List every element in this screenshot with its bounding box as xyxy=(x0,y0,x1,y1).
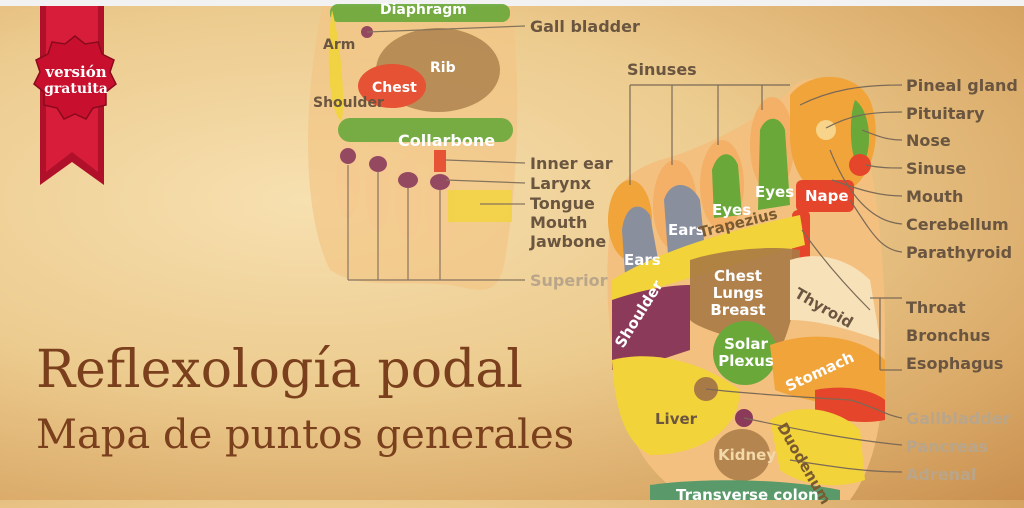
zone-plexus: Plexus xyxy=(718,352,774,370)
label-gallbladder: Gallbladder xyxy=(906,409,1011,428)
label-pineal-gland: Pineal gland xyxy=(906,76,1018,95)
version-ribbon xyxy=(33,6,117,185)
zone-liver: Liver xyxy=(655,410,698,428)
page-subtitle: Mapa de puntos generales xyxy=(36,412,575,458)
label-mouth-left: Mouth xyxy=(530,213,588,232)
zone-breast: Breast xyxy=(710,301,766,319)
zone-kidney: Kidney xyxy=(718,446,777,464)
label-rib: Rib xyxy=(430,60,456,76)
label-inner-ear: Inner ear xyxy=(530,154,613,173)
zone-solar-plexus: Solar Plexus xyxy=(718,336,774,370)
zone-transverse-colon: Transverse colon xyxy=(676,486,819,504)
zone-solar: Solar xyxy=(724,335,768,353)
zone-chest-lungs-breast: Chest Lungs Breast xyxy=(710,268,766,319)
zone-nape: Nape xyxy=(805,187,849,205)
label-adrenal: Adrenal xyxy=(906,465,977,484)
label-arm: Arm xyxy=(323,37,356,53)
label-throat: Throat xyxy=(906,298,966,317)
zone-ears-2: Ears xyxy=(624,251,661,269)
right-foot-diagram xyxy=(607,76,903,500)
zone-ears-1: Ears xyxy=(668,221,705,239)
label-superior: Superior xyxy=(530,271,608,290)
label-tongue: Tongue xyxy=(530,194,595,213)
badge-line-1: versión xyxy=(45,63,107,81)
zone-lungs: Lungs xyxy=(712,284,764,302)
badge-star xyxy=(33,35,117,120)
label-sinuse: Sinuse xyxy=(906,159,967,178)
top-bar xyxy=(0,0,1024,6)
label-jawbone: Jawbone xyxy=(530,232,607,251)
label-shoulder-left: Shoulder xyxy=(313,95,384,111)
label-bronchus: Bronchus xyxy=(906,326,991,345)
label-pituitary: Pituitary xyxy=(906,104,985,123)
label-mouth-right: Mouth xyxy=(906,187,964,206)
label-gall-bladder: Gall bladder xyxy=(530,17,640,36)
label-collarbone: Collarbone xyxy=(398,131,496,150)
label-nose: Nose xyxy=(906,131,951,150)
zone-chest: Chest xyxy=(714,267,762,285)
label-sinuses: Sinuses xyxy=(627,60,697,79)
label-esophagus: Esophagus xyxy=(906,354,1004,373)
label-larynx: Larynx xyxy=(530,174,592,193)
zone-eyes-2: Eyes xyxy=(755,183,795,201)
badge-line-2: gratuita xyxy=(44,81,108,97)
label-diaphragm: Diaphragm xyxy=(380,2,467,18)
label-chest-left: Chest xyxy=(372,80,417,96)
label-cerebellum: Cerebellum xyxy=(906,215,1009,234)
zone-eyes-1: Eyes xyxy=(712,201,752,219)
version-badge: versión gratuita xyxy=(28,64,124,98)
left-foot-diagram xyxy=(308,4,526,290)
label-parathyroid: Parathyroid xyxy=(906,243,1013,262)
label-pancreas: Pancreas xyxy=(906,437,989,456)
page-title: Reflexología podal xyxy=(36,340,523,400)
